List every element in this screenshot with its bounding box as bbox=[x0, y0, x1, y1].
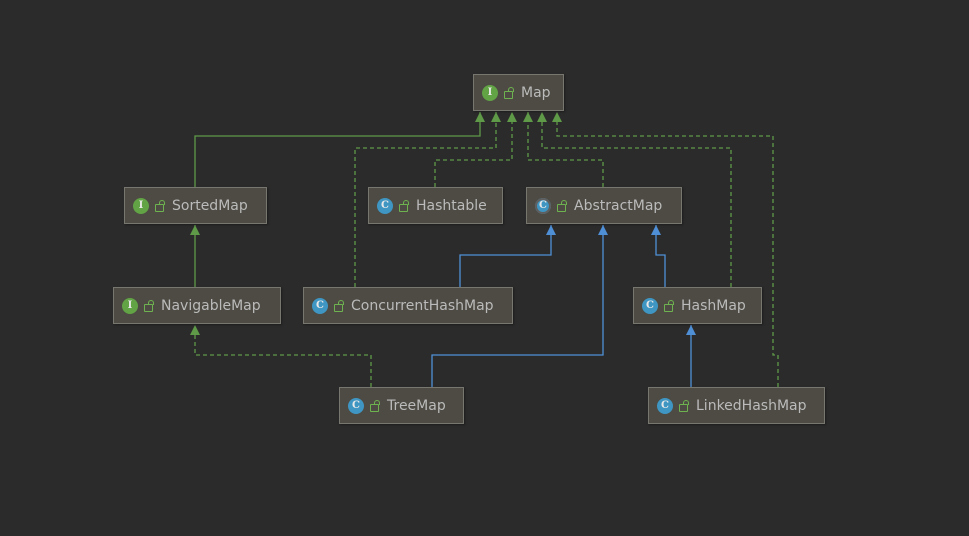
lock-open-icon bbox=[370, 399, 380, 412]
lock-open-icon bbox=[399, 199, 409, 212]
interface-icon: I bbox=[482, 84, 498, 101]
class-node-sortedmap[interactable]: I SortedMap bbox=[124, 187, 267, 224]
edge-hashmap-to-map bbox=[537, 112, 732, 287]
class-node-linkedhashmap[interactable]: C LinkedHashMap bbox=[648, 387, 825, 424]
interface-icon: I bbox=[133, 197, 149, 214]
class-node-concurrenthashmap[interactable]: C ConcurrentHashMap bbox=[303, 287, 513, 324]
interface-icon: I bbox=[122, 297, 138, 314]
lock-open-icon bbox=[664, 299, 674, 312]
node-label: LinkedHashMap bbox=[696, 397, 807, 414]
class-icon: C bbox=[348, 397, 364, 414]
class-icon: C bbox=[377, 197, 393, 214]
lock-open-icon bbox=[504, 86, 514, 99]
edge-hashmap-to-abstractmap bbox=[651, 225, 666, 287]
lock-open-icon bbox=[334, 299, 344, 312]
node-label: HashMap bbox=[681, 297, 746, 314]
edge-hashtable-to-map bbox=[434, 112, 517, 187]
edge-treemap-to-abstractmap bbox=[431, 225, 608, 387]
lock-open-icon bbox=[144, 299, 154, 312]
class-node-treemap[interactable]: C TreeMap bbox=[339, 387, 464, 424]
edge-linkedhashmap-to-map bbox=[552, 112, 779, 387]
class-node-hashmap[interactable]: C HashMap bbox=[633, 287, 762, 324]
edge-treemap-to-navigablemap bbox=[190, 325, 372, 387]
class-node-hashtable[interactable]: C Hashtable bbox=[368, 187, 503, 224]
class-icon: C bbox=[312, 297, 328, 314]
node-label: SortedMap bbox=[172, 197, 248, 214]
lock-open-icon bbox=[155, 199, 165, 212]
node-label: TreeMap bbox=[387, 397, 446, 414]
edge-concurrenthashmap-to-map bbox=[354, 112, 501, 287]
class-node-map[interactable]: I Map bbox=[473, 74, 564, 111]
abstract-class-icon: C bbox=[535, 197, 551, 214]
class-icon: C bbox=[657, 397, 673, 414]
edge-sortedmap-to-map bbox=[194, 112, 485, 187]
lock-open-icon bbox=[679, 399, 689, 412]
class-node-navigablemap[interactable]: I NavigableMap bbox=[113, 287, 281, 324]
node-label: ConcurrentHashMap bbox=[351, 297, 494, 314]
node-label: AbstractMap bbox=[574, 197, 663, 214]
edge-concurrenthashmap-to-abstractmap bbox=[459, 225, 556, 287]
node-label: Hashtable bbox=[416, 197, 487, 214]
node-label: Map bbox=[521, 84, 551, 101]
node-label: NavigableMap bbox=[161, 297, 261, 314]
lock-open-icon bbox=[557, 199, 567, 212]
edge-abstractmap-to-map bbox=[523, 112, 604, 187]
class-icon: C bbox=[642, 297, 658, 314]
class-node-abstractmap[interactable]: C AbstractMap bbox=[526, 187, 682, 224]
